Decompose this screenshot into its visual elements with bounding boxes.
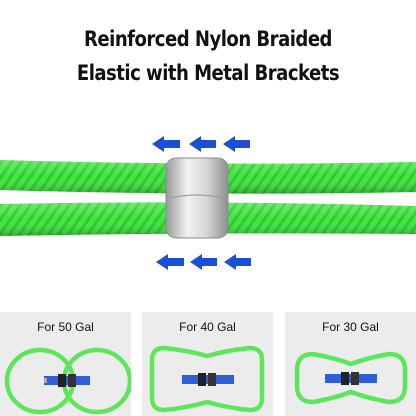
double-loop-figure-eight	[4, 347, 131, 415]
config-label: For 50 Gal	[37, 320, 94, 334]
left-arrow-icon	[224, 254, 251, 270]
left-arrow-icon	[190, 254, 217, 270]
metal-bracket-icon	[165, 157, 229, 239]
config-panel-40-gal: For 40 Gal	[142, 312, 273, 416]
config-label: For 40 Gal	[179, 320, 236, 334]
left-arrow-icon	[189, 136, 216, 152]
braided-cord-illustration	[0, 136, 416, 270]
config-panel-30-gal: For 30 Gal	[285, 312, 416, 416]
left-arrow-icon	[152, 136, 180, 152]
left-arrow-icon	[223, 136, 250, 152]
config-panel-50-gal: For 50 Gal	[0, 312, 131, 416]
headline-line-1: Reinforced Nylon Braided	[84, 27, 332, 51]
buckle-strap-icon	[325, 372, 377, 385]
config-label: For 30 Gal	[322, 320, 379, 334]
headline-line-2: Elastic with Metal Brackets	[76, 61, 340, 85]
left-arrow-icon	[156, 254, 184, 270]
buckle-strap-icon	[44, 374, 90, 387]
compact-loop-figure	[294, 351, 408, 405]
rectangular-loop-figure	[149, 345, 265, 413]
buckle-strap-icon	[182, 373, 234, 386]
